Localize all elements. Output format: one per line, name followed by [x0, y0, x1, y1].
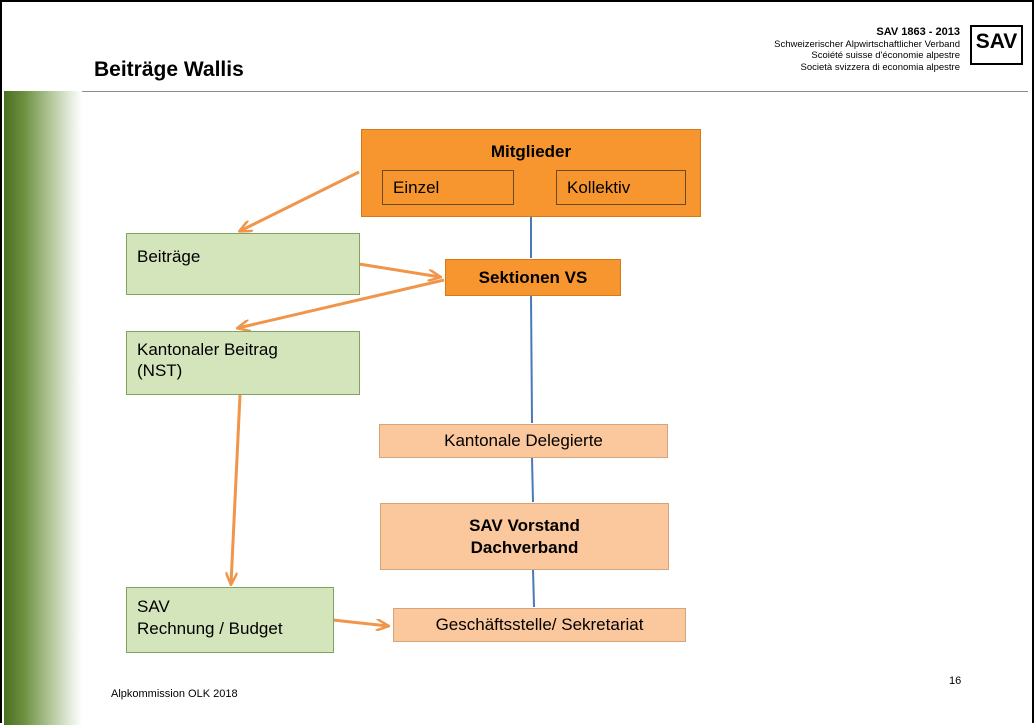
page-number: 16 — [949, 675, 962, 687]
arrow-kantonal-sav — [231, 394, 242, 584]
footer-text: Alpkommission OLK 2018 — [111, 688, 238, 700]
org-name-de: Schweizerischer Alpwirtschaftlicher Verb… — [774, 38, 960, 50]
kantonaler-beitrag-label: Kantonaler Beitrag — [137, 340, 278, 359]
arrow-sav-geschaeftsstelle — [332, 618, 388, 626]
beitraege-label: Beiträge — [137, 247, 201, 266]
mitglieder-label: Mitglieder — [490, 142, 572, 161]
sav-vorstand-label: SAV Vorstand — [469, 515, 580, 535]
sav-label: SAV — [137, 597, 170, 616]
beitraege-box: Beiträge — [126, 233, 360, 295]
mitglieder-box: Mitglieder Einzel Kollektiv — [361, 129, 701, 217]
org-years: SAV 1863 - 2013 — [876, 26, 960, 38]
sav-vorstand-box: SAV Vorstand Dachverband — [380, 503, 669, 570]
sav-logo: SAV — [970, 25, 1023, 65]
kantonaler-beitrag-sub: (NST) — [137, 361, 183, 380]
title-divider — [82, 91, 1028, 92]
einzel-box: Einzel — [382, 170, 514, 205]
connector-sektionen-delegierte — [530, 294, 533, 424]
arrow-sektionen-kantonal — [238, 278, 445, 328]
sektionen-box: Sektionen VS — [445, 259, 621, 296]
kollektiv-box: Kollektiv — [556, 170, 686, 205]
connector-vorstand-geschaeftsstelle — [532, 568, 535, 608]
dachverband-label: Dachverband — [470, 537, 579, 557]
sav-rechnung-box: SAV Rechnung / Budget — [126, 587, 334, 653]
rechnung-budget-label: Rechnung / Budget — [137, 619, 283, 638]
org-name-fr: Scoiété suisse d'économie alpestre — [811, 50, 960, 61]
geschaeftsstelle-box: Geschäftsstelle/ Sekretariat — [393, 608, 686, 642]
page-title: Beiträge Wallis — [94, 58, 244, 81]
kantonale-delegierte-box: Kantonale Delegierte — [379, 424, 668, 458]
arrow-mitglieder-beitraege — [240, 170, 360, 231]
arrow-beitraege-sektionen — [358, 262, 440, 277]
organization-header: SAV 1863 - 2013 Schweizerischer Alpwirts… — [774, 26, 960, 73]
kantonaler-beitrag-box: Kantonaler Beitrag (NST) — [126, 331, 360, 395]
connector-delegierte-vorstand — [531, 456, 534, 503]
left-decorative-bar — [4, 91, 82, 725]
org-name-it: Società svizzera di economia alpestre — [800, 61, 960, 73]
